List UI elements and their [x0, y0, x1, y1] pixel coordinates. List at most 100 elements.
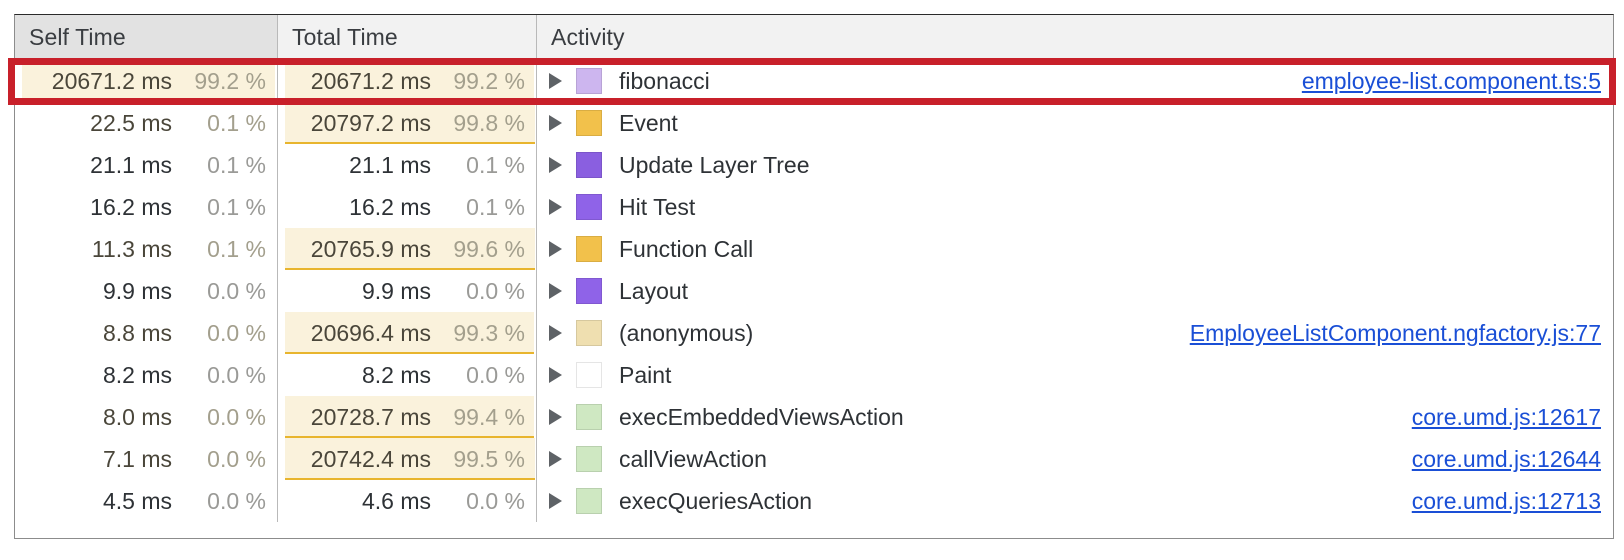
activity-name: Update Layer Tree: [619, 151, 810, 178]
total-time-percent-bar: [285, 102, 536, 144]
source-location-link[interactable]: EmployeeListComponent.ngfactory.js:77: [1189, 319, 1601, 346]
self-time-percent: 0.0 %: [207, 403, 266, 430]
cell-self-time: 8.0 ms 0.0 %: [15, 396, 278, 438]
activity-name: Hit Test: [619, 193, 696, 220]
self-time-percent: 99.2 %: [194, 67, 266, 94]
activity-color-swatch-icon: [576, 320, 602, 346]
table-row[interactable]: 8.0 ms 0.0 % 20728.7 ms 99.4 % execEmbeddedV…: [15, 396, 1613, 438]
performance-call-tree-table: Self Time Total Time Activity 20671.2 ms…: [14, 14, 1614, 539]
self-time-percent: 0.1 %: [207, 151, 266, 178]
table-header-row: Self Time Total Time Activity: [15, 15, 1613, 60]
source-location-link[interactable]: core.umd.js:12644: [1411, 445, 1601, 472]
total-time-percent: 0.0 %: [466, 361, 525, 388]
total-time-percent-bar: [285, 396, 535, 438]
activity-color-swatch-icon: [576, 110, 602, 136]
activity-color-swatch-icon: [576, 446, 602, 472]
column-header-activity[interactable]: Activity: [537, 15, 1613, 59]
cell-self-time: 9.9 ms 0.0 %: [15, 270, 278, 312]
activity-color-swatch-icon: [576, 404, 602, 430]
self-time-percent: 0.0 %: [207, 277, 266, 304]
expand-triangle-icon[interactable]: [549, 325, 562, 341]
cell-activity: Event: [537, 102, 1613, 144]
total-time-value: 20765.9 ms: [310, 235, 431, 262]
table-row[interactable]: 7.1 ms 0.0 % 20742.4 ms 99.5 % callViewActio…: [15, 438, 1613, 480]
total-time-value: 21.1 ms: [349, 151, 431, 178]
activity-name: Function Call: [619, 235, 754, 262]
cell-total-time: 21.1 ms 0.1 %: [278, 144, 537, 186]
column-header-self-time[interactable]: Self Time: [15, 15, 278, 59]
self-time-value: 11.3 ms: [91, 235, 172, 262]
total-time-percent: 0.1 %: [466, 151, 525, 178]
total-time-value: 4.6 ms: [361, 487, 431, 514]
activity-color-swatch-icon: [576, 152, 602, 178]
self-time-value: 7.1 ms: [102, 445, 172, 472]
self-time-percent: 0.1 %: [207, 193, 266, 220]
column-header-total-time[interactable]: Total Time: [278, 15, 537, 59]
cell-activity: Paint: [537, 354, 1613, 396]
expand-triangle-icon[interactable]: [549, 73, 562, 89]
expand-triangle-icon[interactable]: [549, 493, 562, 509]
activity-name: execEmbeddedViewsAction: [619, 403, 904, 430]
self-time-value: 4.5 ms: [102, 487, 172, 514]
activity-name: callViewAction: [619, 445, 767, 472]
total-time-percent: 99.5 %: [453, 445, 525, 472]
expand-triangle-icon[interactable]: [549, 367, 562, 383]
self-time-percent: 0.0 %: [207, 487, 266, 514]
total-time-percent: 99.2 %: [453, 67, 525, 94]
total-time-value: 8.2 ms: [361, 361, 431, 388]
expand-triangle-icon[interactable]: [549, 409, 562, 425]
source-location-link[interactable]: core.umd.js:12617: [1411, 403, 1601, 430]
total-time-percent-bar: [285, 438, 535, 480]
source-location-link[interactable]: core.umd.js:12713: [1411, 487, 1601, 514]
total-time-value: 20696.4 ms: [310, 319, 431, 346]
expand-triangle-icon[interactable]: [549, 199, 562, 215]
cell-total-time: 8.2 ms 0.0 %: [278, 354, 537, 396]
activity-name: fibonacci: [619, 67, 710, 94]
self-time-value: 9.9 ms: [102, 277, 172, 304]
expand-triangle-icon[interactable]: [549, 157, 562, 173]
self-time-value: 8.0 ms: [102, 403, 172, 430]
activity-color-swatch-icon: [576, 236, 602, 262]
self-time-value: 21.1 ms: [90, 151, 172, 178]
total-time-value: 9.9 ms: [361, 277, 431, 304]
total-time-value: 20797.2 ms: [310, 109, 431, 136]
activity-name: (anonymous): [619, 319, 754, 346]
activity-color-swatch-icon: [576, 362, 602, 388]
total-time-value: 20728.7 ms: [310, 403, 431, 430]
total-time-percent: 99.4 %: [453, 403, 525, 430]
expand-triangle-icon[interactable]: [549, 451, 562, 467]
self-time-percent: 0.0 %: [207, 361, 266, 388]
expand-triangle-icon[interactable]: [549, 241, 562, 257]
column-header-total-time-label: Total Time: [292, 23, 398, 50]
table-row[interactable]: 21.1 ms 0.1 % 21.1 ms 0.1 % Update Layer Tre…: [15, 144, 1613, 186]
total-time-percent-bar: [285, 60, 534, 102]
self-time-value: 16.2 ms: [90, 193, 172, 220]
activity-color-swatch-icon: [576, 488, 602, 514]
cell-self-time: 7.1 ms 0.0 %: [15, 438, 278, 480]
source-location-link[interactable]: employee-list.component.ts:5: [1301, 67, 1601, 94]
cell-activity: Layout: [537, 270, 1613, 312]
expand-triangle-icon[interactable]: [549, 283, 562, 299]
self-time-percent: 0.0 %: [207, 445, 266, 472]
total-time-value: 20742.4 ms: [310, 445, 431, 472]
cell-total-time: 20742.4 ms 99.5 %: [278, 438, 537, 480]
expand-triangle-icon[interactable]: [549, 115, 562, 131]
activity-color-swatch-icon: [576, 68, 602, 94]
